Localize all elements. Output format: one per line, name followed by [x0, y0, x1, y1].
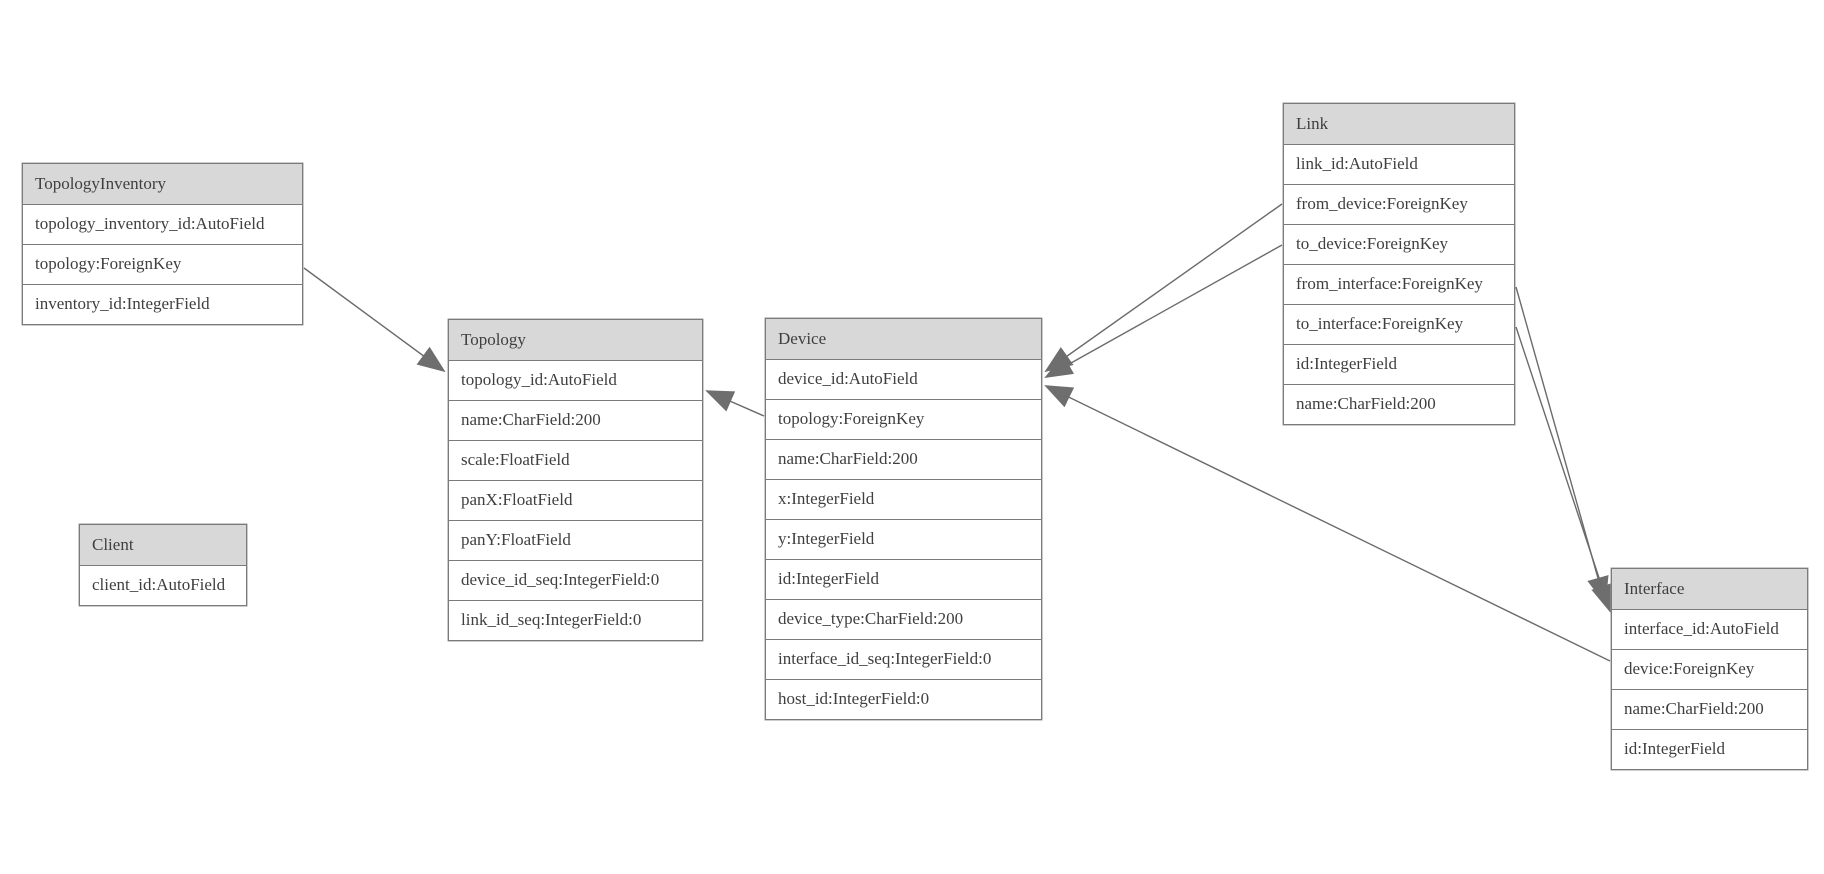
relationship-Link.to_interface-to-Interface.interface_id	[1515, 326, 1613, 613]
entity-field: inventory_id:IntegerField	[23, 284, 302, 324]
entity-field: x:IntegerField	[766, 479, 1041, 519]
entity-field: device:ForeignKey	[1612, 649, 1807, 689]
entity-field: link_id_seq:IntegerField:0	[449, 600, 702, 640]
entity-field: topology:ForeignKey	[23, 244, 302, 284]
entity-field: interface_id_seq:IntegerField:0	[766, 639, 1041, 679]
entity-header-client: Client	[80, 525, 246, 565]
entity-field: client_id:AutoField	[80, 565, 246, 605]
entity-header-interface: Interface	[1612, 569, 1807, 609]
entity-field: name:CharField:200	[449, 400, 702, 440]
entity-field: topology:ForeignKey	[766, 399, 1041, 439]
entity-field: panY:FloatField	[449, 520, 702, 560]
entity-field: id:IntegerField	[1612, 729, 1807, 769]
entity-field: device_id:AutoField	[766, 359, 1041, 399]
entity-field: id:IntegerField	[1284, 344, 1514, 384]
entity-field: to_device:ForeignKey	[1284, 224, 1514, 264]
entity-field: topology_inventory_id:AutoField	[23, 204, 302, 244]
entity-field: name:CharField:200	[766, 439, 1041, 479]
entity-field: host_id:IntegerField:0	[766, 679, 1041, 719]
entity-field: scale:FloatField	[449, 440, 702, 480]
entity-field: from_device:ForeignKey	[1284, 184, 1514, 224]
relationship-TopologyInventory.topology-to-Topology.topology_id	[303, 267, 446, 373]
entity-field: interface_id:AutoField	[1612, 609, 1807, 649]
entity-field: id:IntegerField	[766, 559, 1041, 599]
entity-field: name:CharField:200	[1612, 689, 1807, 729]
entity-field: from_interface:ForeignKey	[1284, 264, 1514, 304]
entity-field: to_interface:ForeignKey	[1284, 304, 1514, 344]
entity-field: topology_id:AutoField	[449, 360, 702, 400]
relationship-Link.from_device-to-Device.device_id	[1044, 203, 1283, 373]
entity-header-topologyinventory: TopologyInventory	[23, 164, 302, 204]
entity-field: name:CharField:200	[1284, 384, 1514, 424]
entity-header-topology: Topology	[449, 320, 702, 360]
relationship-Link.to_device-to-Device.device_id	[1044, 244, 1283, 378]
entity-field: y:IntegerField	[766, 519, 1041, 559]
entity-field: device_id_seq:IntegerField:0	[449, 560, 702, 600]
entity-field: panX:FloatField	[449, 480, 702, 520]
entity-header-device: Device	[766, 319, 1041, 359]
relationship-Interface.device-to-Device.device_id	[1044, 385, 1611, 662]
entity-field: link_id:AutoField	[1284, 144, 1514, 184]
entity-header-link: Link	[1284, 104, 1514, 144]
relationship-Device.topology-to-Topology.topology_id	[705, 390, 765, 417]
entity-field: device_type:CharField:200	[766, 599, 1041, 639]
